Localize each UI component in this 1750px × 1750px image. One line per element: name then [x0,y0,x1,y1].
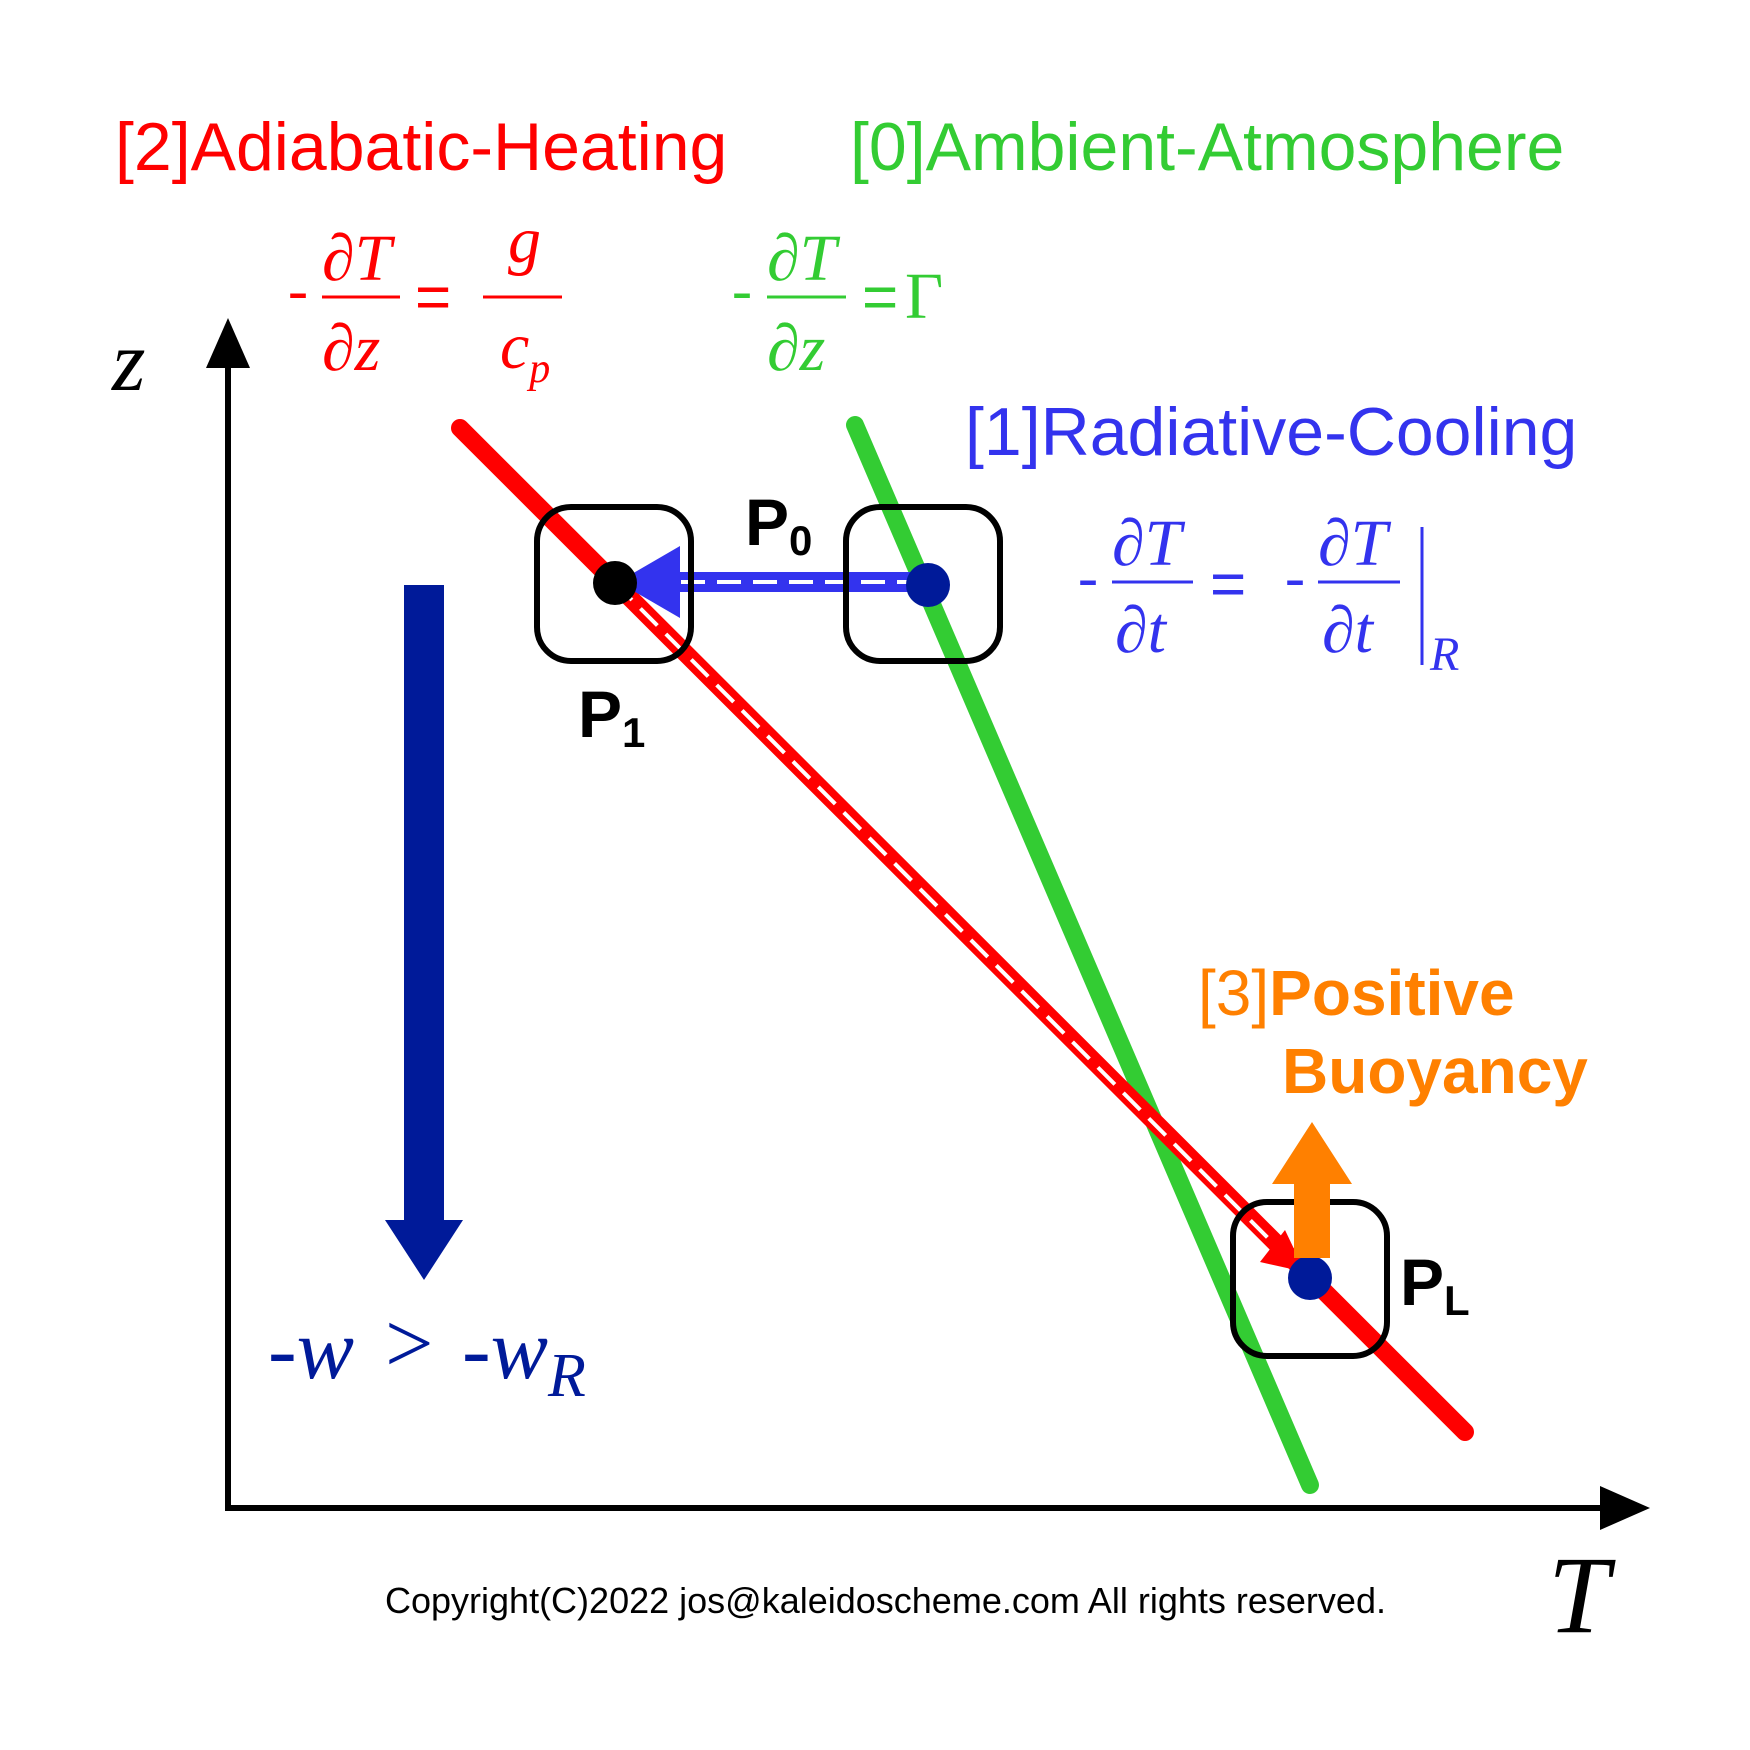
descent-arrow-head [385,1220,463,1280]
adiabatic-eq-rhs-num: g [508,204,541,277]
velocity-rhs: -wR [462,1301,586,1410]
p1-parcel-box [534,504,694,664]
ambient-eq-num: ∂T [767,222,841,295]
radiative-eq-den: ∂t [1115,594,1168,667]
buoyancy-word1: Positive [1269,957,1514,1029]
velocity-gt: > [385,1295,434,1391]
velocity-lhs: -w [268,1301,354,1397]
radiative-arrow-shaft [640,572,930,592]
radiative-eq-equals: = [1210,550,1246,619]
buoyancy-prefix: [3] [1198,957,1269,1029]
radiative-eq-num2: ∂T [1318,507,1392,580]
y-axis-arrowhead [206,318,250,368]
adiabatic-eq-rhs-den: cp [500,310,550,392]
p1-letter: P [578,677,622,751]
x-axis-arrowhead [1600,1486,1650,1530]
pl-dot [1288,1256,1332,1300]
p0-letter: P [745,485,789,559]
y-axis-label: z [111,313,145,409]
x-axis-label: T [1548,1534,1616,1656]
p1-dot [593,561,637,605]
descent-path-arrowhead [1260,1230,1305,1272]
p0-parcel-box [843,504,1003,664]
buoyancy-arrow-head [1272,1122,1352,1184]
descent-arrow-shaft [404,585,444,1225]
radiative-arrow-head [618,546,680,618]
buoyancy-arrow-shaft [1294,1178,1330,1258]
pl-label: PL [1400,1245,1470,1324]
buoyancy-label-line2: Buoyancy [1282,1035,1588,1107]
ambient-eq-equals: = [862,263,898,332]
radiative-equation: - ∂T ∂t = - ∂T ∂t R [1078,507,1459,681]
axes: z T [111,313,1650,1656]
ambient-heading: [0]Ambient-Atmosphere [850,109,1564,185]
pl-sub: L [1444,1277,1470,1324]
adiabatic-eq-rhs-c: c [500,310,529,383]
adiabatic-eq-minus: - [288,257,308,323]
ambient-eq-gamma: Γ [905,260,943,333]
radiative-eq-num: ∂T [1112,507,1186,580]
buoyancy-arrow [1272,1122,1352,1258]
descent-velocity-arrow [385,585,463,1280]
buoyancy-label-line1: [3]Positive [1198,957,1515,1029]
adiabatic-eq-den: ∂z [322,312,380,385]
velocity-rhs-w: -w [462,1301,548,1397]
p1-sub: 1 [622,709,645,756]
adiabatic-heading: [2]Adiabatic-Heating [115,109,727,185]
p0-label: P0 [745,485,812,564]
descent-path-dashes [613,581,1277,1247]
velocity-rhs-sub: R [547,1342,586,1410]
pl-letter: P [1400,1245,1444,1319]
copyright-notice: Copyright(C)2022 jos@kaleidoscheme.com A… [385,1580,1386,1621]
ambient-equation: - ∂T ∂z = Γ [732,222,943,385]
radiative-heading: [1]Radiative-Cooling [965,394,1577,470]
p0-sub: 0 [789,517,812,564]
adiabatic-eq-equals: = [415,263,451,332]
radiative-eq-den2: ∂t [1322,594,1375,667]
p0-dot [906,563,950,607]
radiative-eq-minus: - [1078,544,1098,610]
ambient-eq-den: ∂z [767,312,825,385]
velocity-inequality: -w > -wR [268,1295,586,1410]
adiabatic-eq-num: ∂T [322,222,396,295]
adiabatic-eq-rhs-sub: p [526,346,550,392]
radiative-eq-sub: R [1429,628,1459,681]
adiabatic-equation: - ∂T ∂z = g cp [288,204,562,392]
p1-label: P1 [578,677,645,756]
ambient-eq-minus: - [732,257,752,323]
radiative-eq-minus2: - [1285,544,1305,610]
